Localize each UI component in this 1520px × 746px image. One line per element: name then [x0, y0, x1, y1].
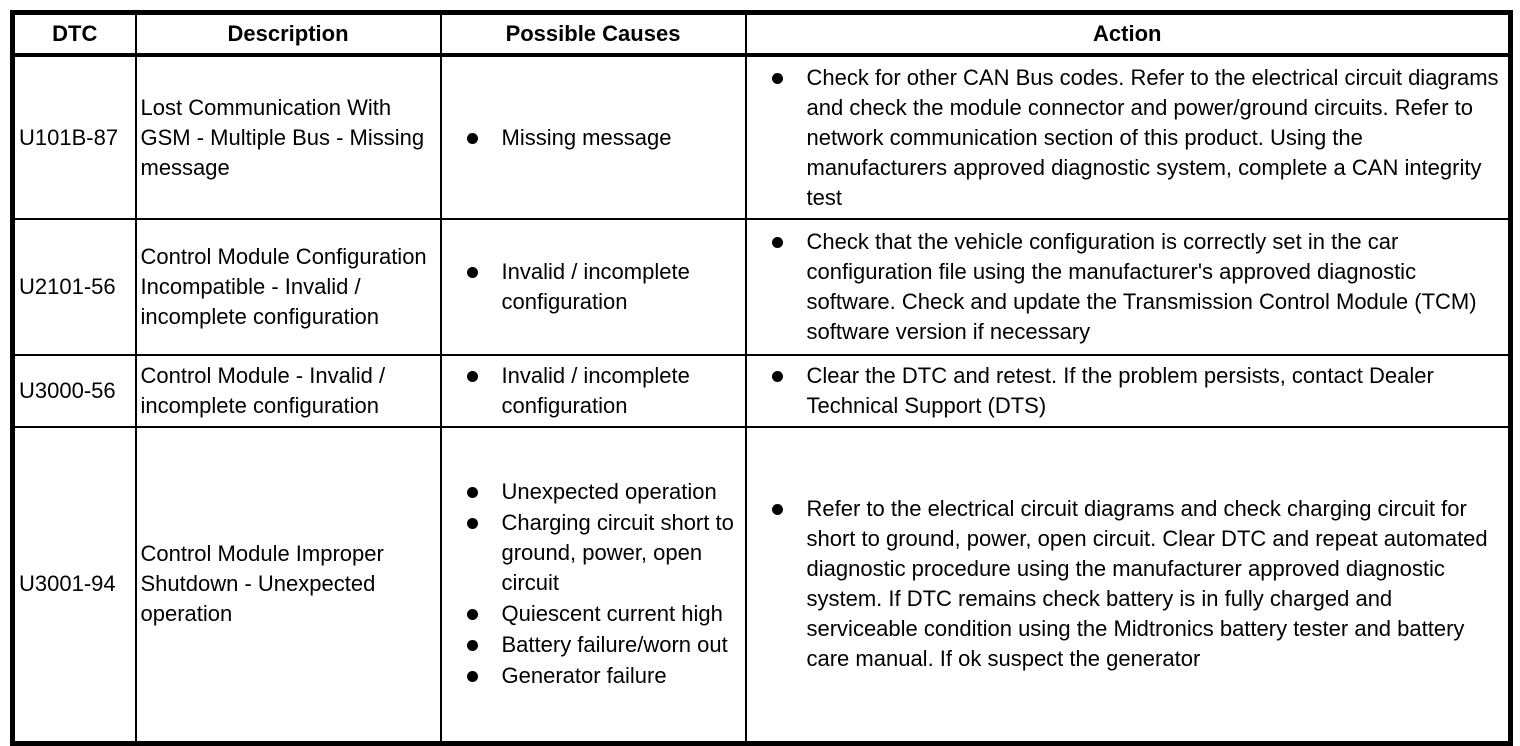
- list-item: Generator failure: [446, 661, 739, 691]
- possible-causes-cell: Invalid / incomplete configuration: [439, 354, 747, 428]
- table-row: U2101-56 Control Module Configuration In…: [11, 218, 1512, 356]
- action-cell: Check that the vehicle configuration is …: [744, 218, 1512, 356]
- possible-causes-cell: Unexpected operation Charging circuit sh…: [439, 426, 747, 744]
- actions-list: Check that the vehicle configuration is …: [751, 227, 1505, 347]
- list-item: Check for other CAN Bus codes. Refer to …: [751, 63, 1503, 213]
- causes-list: Missing message: [446, 123, 741, 153]
- action-text: Clear the DTC and retest. If the problem…: [806, 363, 1434, 418]
- cause-text: Invalid / incomplete configuration: [501, 259, 690, 314]
- column-header-dtc: DTC: [11, 11, 137, 57]
- list-item: Charging circuit short to ground, power,…: [446, 508, 739, 598]
- cause-text: Quiescent current high: [501, 601, 723, 627]
- cause-text: Missing message: [501, 124, 672, 150]
- causes-list: Unexpected operation Charging circuit sh…: [446, 477, 741, 691]
- list-item: Refer to the electrical circuit diagrams…: [751, 494, 1503, 674]
- list-item: Check that the vehicle configuration is …: [751, 227, 1503, 347]
- cause-text: Generator failure: [501, 663, 667, 689]
- bullet-icon: [466, 371, 478, 382]
- bullet-icon: [771, 371, 783, 382]
- actions-list: Check for other CAN Bus codes. Refer to …: [751, 63, 1505, 213]
- table-row: U3000-56 Control Module - Invalid / inco…: [11, 354, 1512, 428]
- bullet-icon: [466, 267, 478, 278]
- dtc-description: Control Module Improper Shutdown - Unexp…: [134, 426, 442, 744]
- header-row: DTC Description Possible Causes Action: [11, 11, 1512, 57]
- list-item: Battery failure/worn out: [446, 630, 739, 660]
- action-text: Check that the vehicle configuration is …: [806, 229, 1477, 344]
- action-text: Refer to the electrical circuit diagrams…: [806, 496, 1488, 672]
- dtc-code: U3001-94: [11, 426, 137, 744]
- causes-list: Invalid / incomplete configuration: [446, 361, 741, 421]
- list-item: Invalid / incomplete configuration: [446, 257, 739, 317]
- bullet-icon: [466, 609, 478, 621]
- table-row: U3001-94 Control Module Improper Shutdow…: [11, 426, 1512, 744]
- list-item: Invalid / incomplete configuration: [446, 361, 739, 421]
- actions-list: Clear the DTC and retest. If the problem…: [751, 361, 1505, 421]
- dtc-code: U2101-56: [11, 218, 137, 356]
- action-cell: Clear the DTC and retest. If the problem…: [744, 354, 1512, 428]
- column-header-possible-causes: Possible Causes: [439, 11, 747, 57]
- column-header-description: Description: [134, 11, 442, 57]
- cause-text: Battery failure/worn out: [501, 632, 728, 658]
- bullet-icon: [466, 671, 478, 683]
- bullet-icon: [466, 487, 478, 499]
- dtc-table: DTC Description Possible Causes Action U…: [10, 10, 1513, 746]
- dtc-description: Control Module - Invalid / incomplete co…: [134, 354, 442, 428]
- bullet-icon: [466, 518, 478, 530]
- dtc-code: U101B-87: [11, 54, 137, 220]
- list-item: Clear the DTC and retest. If the problem…: [751, 361, 1503, 421]
- causes-list: Invalid / incomplete configuration: [446, 257, 741, 317]
- bullet-icon: [466, 132, 478, 144]
- actions-list: Refer to the electrical circuit diagrams…: [751, 494, 1505, 674]
- dtc-description: Control Module Configuration Incompatibl…: [134, 218, 442, 356]
- possible-causes-cell: Missing message: [439, 54, 747, 220]
- action-cell: Check for other CAN Bus codes. Refer to …: [744, 54, 1512, 220]
- action-cell: Refer to the electrical circuit diagrams…: [744, 426, 1512, 744]
- list-item: Quiescent current high: [446, 599, 739, 629]
- bullet-icon: [771, 237, 783, 248]
- possible-causes-cell: Invalid / incomplete configuration: [439, 218, 747, 356]
- list-item: Missing message: [446, 123, 739, 153]
- table-row: U101B-87 Lost Communication With GSM - M…: [11, 54, 1512, 220]
- cause-text: Invalid / incomplete configuration: [501, 363, 690, 418]
- list-item: Unexpected operation: [446, 477, 739, 507]
- action-text: Check for other CAN Bus codes. Refer to …: [806, 64, 1499, 210]
- bullet-icon: [771, 72, 783, 84]
- cause-text: Charging circuit short to ground, power,…: [501, 510, 734, 596]
- dtc-description: Lost Communication With GSM - Multiple B…: [134, 54, 442, 220]
- bullet-icon: [466, 640, 478, 652]
- cause-text: Unexpected operation: [501, 479, 717, 505]
- bullet-icon: [771, 504, 783, 516]
- dtc-code: U3000-56: [11, 354, 137, 428]
- column-header-action: Action: [744, 11, 1512, 57]
